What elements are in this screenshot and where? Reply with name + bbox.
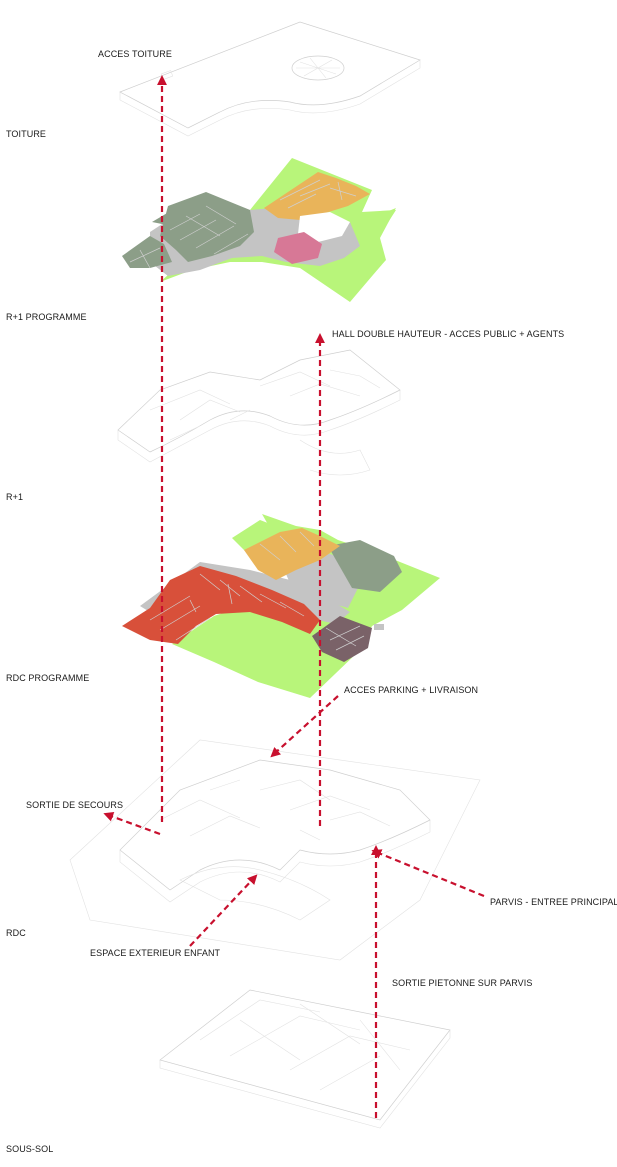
label-rdc: RDC	[6, 928, 26, 938]
annotation-sortie-pietonne: SORTIE PIETONNE SUR PARVIS	[392, 978, 532, 988]
orange-rooms	[244, 528, 340, 580]
annotation-parvis: PARVIS - ENTREE PRINCIPALE	[490, 897, 617, 907]
arrow-parvis	[371, 849, 485, 898]
white-patio	[298, 212, 350, 242]
roof-level-drawing	[119, 21, 421, 137]
orange-rooms	[264, 172, 370, 220]
sage-block	[328, 540, 402, 592]
circulation-arrows	[103, 75, 485, 1118]
label-sous-sol: SOUS-SOL	[6, 1144, 53, 1154]
label-rdc-programme: RDC PROGRAMME	[6, 673, 89, 683]
label-toiture: TOITURE	[6, 129, 46, 139]
annotation-hall: HALL DOUBLE HAUTEUR - ACCES PUBLIC + AGE…	[332, 329, 564, 339]
green-space-north	[232, 520, 286, 552]
arrow-acces-parking	[270, 695, 339, 758]
rdc-level-drawing	[69, 739, 481, 961]
sous-sol-level-drawing	[159, 989, 451, 1129]
arrow-espace-enfant	[189, 874, 258, 947]
label-r1-programme: R+1 PROGRAMME	[6, 312, 87, 322]
label-r1: R+1	[6, 492, 23, 502]
pink-room	[274, 232, 322, 264]
rdc-programme-level	[122, 514, 440, 698]
annotation-acces-toiture: ACCES TOITURE	[98, 49, 172, 59]
red-rooms	[122, 566, 320, 644]
sage-rooms-north	[152, 196, 210, 226]
r1-level-drawing	[117, 349, 401, 476]
r1-programme-level	[122, 158, 396, 302]
annotation-sortie-secours: SORTIE DE SECOURS	[26, 800, 123, 810]
level-labels: TOITURE R+1 PROGRAMME R+1 RDC PROGRAMME …	[6, 129, 89, 1154]
annotation-espace-enfant: ESPACE EXTERIEUR ENFANT	[90, 948, 221, 958]
annotation-labels: ACCES TOITURE HALL DOUBLE HAUTEUR - ACCE…	[26, 49, 617, 988]
annotation-acces-parking: ACCES PARKING + LIVRAISON	[344, 685, 478, 695]
green-space-east	[350, 208, 396, 300]
